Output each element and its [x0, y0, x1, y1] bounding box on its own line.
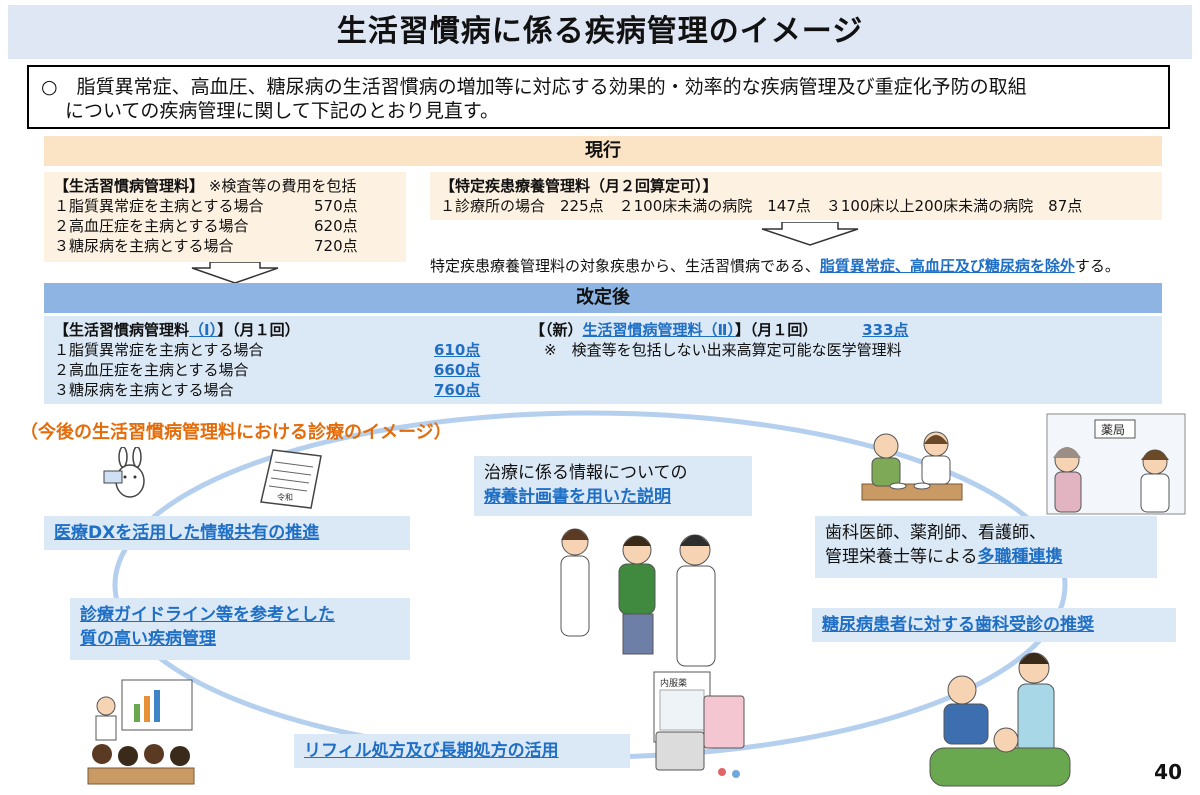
revised-left-row: ３糖尿病を主病とする場合 760点 — [54, 380, 510, 400]
revised-right-header-line: 【（新）生活習慣病管理料（Ⅱ）】（月１回） 333点 — [530, 320, 1152, 340]
mascot-card-icon — [103, 447, 145, 498]
current-left-note: ※検査等の費用を包括 — [208, 177, 357, 195]
revised-left-box: 【生活習慣病管理料（Ⅰ）】（月１回） １脂質異常症を主病とする場合 610点 ２… — [44, 316, 520, 404]
revised-left-header-link[interactable]: （Ⅰ） — [189, 321, 218, 339]
row-points: 610点 — [434, 341, 481, 359]
current-left-header-line: 【生活習慣病管理料】 ※検査等の費用を包括 — [54, 176, 396, 196]
dental-illustration — [929, 652, 1071, 787]
current-left-row: ３糖尿病を主病とする場合 720点 — [54, 236, 396, 256]
current-right-header: 【特定疾患療養管理料（月２回算定可）】 — [440, 177, 718, 195]
team-label-link[interactable]: 多職種連携 — [977, 547, 1063, 567]
medicine-bag-label: 内服薬 — [660, 677, 687, 689]
page-number: 40 — [1154, 760, 1182, 784]
plan-label: 治療に係る情報についての 療養計画書を用いた説明 — [474, 456, 752, 516]
current-band: 現行 — [44, 136, 1162, 166]
current-right-line: １診療所の場合 225点 ２100床未満の病院 147点 ３100床以上200床… — [440, 197, 1083, 215]
revised-left-row: ２高血圧症を主病とする場合 660点 — [54, 360, 510, 380]
row-points: 620点 — [314, 217, 358, 235]
revised-right-header-post: 】（月１回） — [734, 321, 818, 339]
guideline-label[interactable]: 診療ガイドライン等を参考とした 質の高い疾病管理 — [70, 598, 410, 660]
revised-right-header-link[interactable]: 生活習慣病管理料（Ⅱ） — [582, 321, 735, 339]
row-points: 570点 — [314, 197, 358, 215]
exclusion-note-post: する。 — [1074, 257, 1120, 275]
revised-right-header-pre: 【（新） — [530, 321, 583, 339]
row-points: 660点 — [434, 361, 481, 379]
down-arrow-icon — [191, 262, 279, 284]
page-title: 生活習慣病に係る疾病管理のイメージ — [8, 5, 1192, 59]
current-left-header: 【生活習慣病管理料】 — [54, 177, 205, 195]
row-label: ３糖尿病を主病とする場合 — [54, 381, 234, 399]
current-left-box: 【生活習慣病管理料】 ※検査等の費用を包括 １脂質異常症を主病とする場合 570… — [44, 172, 406, 262]
explanation-illustration — [560, 528, 716, 667]
dental-label[interactable]: 糖尿病患者に対する歯科受診の推奨 — [812, 608, 1176, 642]
plan-label-link[interactable]: 療養計画書を用いた説明 — [484, 487, 671, 507]
current-left-row: １脂質異常症を主病とする場合 570点 — [54, 196, 396, 216]
plan-label-pre: 治療に係る情報についての — [484, 463, 688, 483]
image-section-title: （今後の生活習慣病管理料における診療のイメージ） — [20, 422, 452, 443]
refill-label[interactable]: リフィル処方及び長期処方の活用 — [294, 734, 630, 768]
revised-band: 改定後 — [44, 283, 1162, 313]
down-arrow-icon — [761, 222, 859, 246]
team-label: 歯科医師、薬剤師、看護師、 管理栄養士等による多職種連携 — [815, 516, 1157, 578]
row-label: ３糖尿病を主病とする場合 — [54, 237, 234, 255]
row-points: 760点 — [434, 381, 481, 399]
exclusion-note-pre: 特定疾患療養管理料の対象疾患から、生活習慣病である、 — [430, 257, 820, 275]
row-label: １脂質異常症を主病とする場合 — [54, 341, 264, 359]
revised-left-header-post: 】（月１回） — [217, 321, 300, 339]
revised-right-note: ※ 検査等を包括しない出来高算定可能な医学管理料 — [544, 341, 902, 359]
pharmacy-illustration: 薬局 — [1046, 413, 1186, 515]
dx-label[interactable]: 医療DXを活用した情報共有の推進 — [44, 516, 410, 550]
current-right-box: 【特定疾患療養管理料（月２回算定可）】 １診療所の場合 225点 ２100床未満… — [430, 172, 1162, 220]
row-label: ２高血圧症を主病とする場合 — [54, 217, 249, 235]
row-points: 720点 — [314, 237, 358, 255]
team-label-line1: 歯科医師、薬剤師、看護師、 — [825, 523, 1046, 543]
team-label-pre: 管理栄養士等による — [825, 547, 978, 567]
revised-left-header-pre: 【生活習慣病管理料 — [54, 321, 190, 339]
lecture-illustration — [87, 679, 195, 785]
current-left-row: ２高血圧症を主病とする場合 620点 — [54, 216, 396, 236]
document-icon: 令和 — [260, 449, 322, 509]
intro-line-1: ○ 脂質異常症、高血圧、糖尿病の生活習慣病の増加等に対応する効果的・効率的な疾病… — [41, 76, 1027, 98]
row-label: ２高血圧症を主病とする場合 — [54, 361, 249, 379]
document-text: 令和 — [277, 492, 293, 502]
guideline-label-line2: 質の高い疾病管理 — [80, 629, 216, 649]
revised-right-points: 333点 — [862, 321, 909, 339]
exclusion-note-link[interactable]: 脂質異常症、高血圧及び糖尿病を除外 — [819, 257, 1075, 275]
guideline-label-line1: 診療ガイドライン等を参考とした — [80, 605, 335, 625]
medicine-illustration: 内服薬 — [653, 671, 745, 778]
intro-box: ○ 脂質異常症、高血圧、糖尿病の生活習慣病の増加等に対応する効果的・効率的な疾病… — [27, 65, 1170, 129]
row-label: １脂質異常症を主病とする場合 — [54, 197, 264, 215]
revised-right-box: 【（新）生活習慣病管理料（Ⅱ）】（月１回） 333点 ※ 検査等を包括しない出来… — [520, 316, 1162, 404]
pharmacy-sign: 薬局 — [1101, 423, 1125, 437]
intro-line-2: についての疾病管理に関して下記のとおり見直す。 — [65, 100, 499, 122]
consultation-illustration — [861, 431, 963, 501]
revised-left-header-line: 【生活習慣病管理料（Ⅰ）】（月１回） — [54, 320, 510, 340]
revised-left-row: １脂質異常症を主病とする場合 610点 — [54, 340, 510, 360]
exclusion-note: 特定疾患療養管理料の対象疾患から、生活習慣病である、脂質異常症、高血圧及び糖尿病… — [430, 255, 1120, 276]
